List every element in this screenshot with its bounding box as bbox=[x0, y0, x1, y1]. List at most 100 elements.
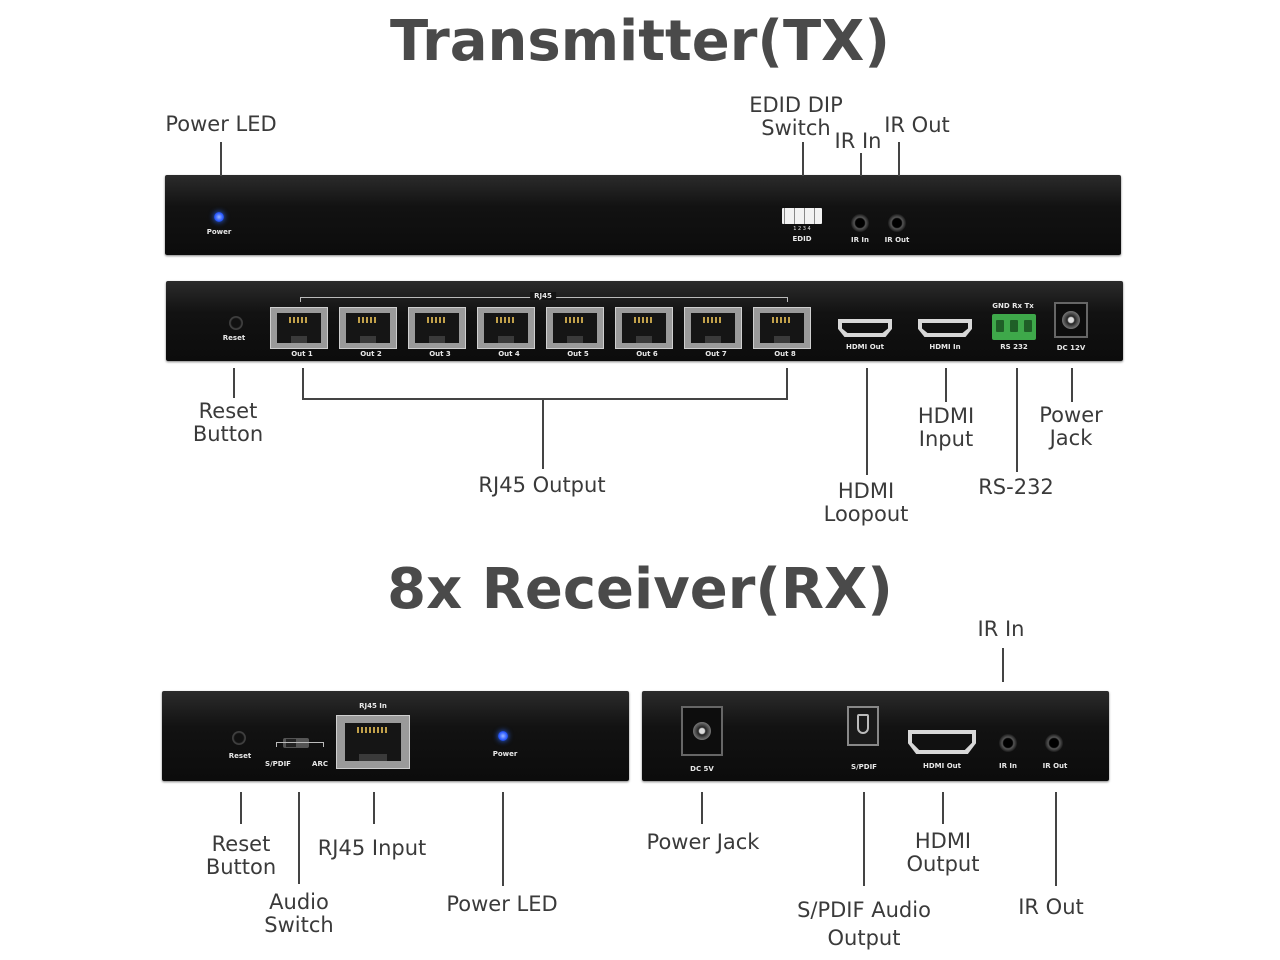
tx-rs232-label: RS 232 bbox=[1000, 343, 1028, 351]
rx-ir-in-jack[interactable] bbox=[999, 734, 1017, 752]
leader-tx-hdmi-loopout bbox=[866, 368, 868, 475]
tx-out-2-label: Out 2 bbox=[360, 350, 382, 358]
tx-power-led bbox=[214, 212, 224, 222]
tx-ir-in-label: IR In bbox=[850, 236, 870, 244]
callout-rx-audio-switch: Audio Switch bbox=[264, 890, 334, 937]
leader-rx-rj45-input bbox=[373, 792, 375, 824]
rx-reset-button[interactable] bbox=[232, 731, 246, 745]
leader-rx-power-jack bbox=[701, 792, 703, 824]
tx-rs232-pins-label: GND Rx Tx bbox=[992, 302, 1034, 310]
receiver-title: 8x Receiver(RX) bbox=[387, 557, 893, 622]
callout-tx-reset-button: Reset Button bbox=[192, 399, 264, 446]
leader-tx-hdmi-input bbox=[945, 368, 947, 402]
rx-rj45-in-label: RJ45 In bbox=[359, 702, 387, 710]
tx-rj45-out-7[interactable] bbox=[684, 307, 742, 349]
callout-rx-ir-out: IR Out bbox=[1018, 895, 1084, 919]
callout-rx-hdmi-output: HDMI Output bbox=[906, 829, 980, 876]
leader-rx-hdmi-output bbox=[942, 792, 944, 824]
tx-rj45-group-label: RJ45 bbox=[530, 292, 556, 300]
rx-reset-label: Reset bbox=[228, 752, 252, 760]
callout-tx-power-jack: Power Jack bbox=[1039, 403, 1103, 450]
rx-hdmi-out-label: HDMI Out bbox=[923, 762, 961, 770]
tx-ir-out-jack[interactable] bbox=[888, 214, 906, 232]
rx-audio-switch[interactable] bbox=[283, 738, 309, 748]
rx-dc-power-jack[interactable] bbox=[681, 706, 723, 756]
rx-ir-out-jack[interactable] bbox=[1045, 734, 1063, 752]
leader-tx-rj45-stem bbox=[542, 399, 544, 469]
tx-reset-label: Reset bbox=[222, 334, 246, 342]
leader-rx-audio-switch bbox=[298, 792, 300, 884]
callout-tx-edid-dip: EDID DIP Switch bbox=[749, 93, 843, 140]
tx-out-3-label: Out 3 bbox=[429, 350, 451, 358]
tx-out-7-label: Out 7 bbox=[705, 350, 727, 358]
tx-rs232-terminal[interactable] bbox=[992, 314, 1036, 340]
tx-out-6-label: Out 6 bbox=[636, 350, 658, 358]
rx-power-led bbox=[498, 731, 508, 741]
leader-tx-rj45-left bbox=[302, 368, 304, 399]
tx-rj45-out-2[interactable] bbox=[339, 307, 397, 349]
tx-power-label: Power bbox=[206, 228, 232, 236]
rx-dc-label: DC 5V bbox=[690, 765, 714, 773]
tx-hdmi-out-label: HDMI Out bbox=[846, 343, 884, 351]
tx-hdmi-out-port[interactable] bbox=[838, 319, 892, 337]
leader-tx-power-jack bbox=[1071, 368, 1073, 402]
callout-rx-ir-in: IR In bbox=[977, 617, 1025, 641]
leader-rx-spdif-output bbox=[863, 792, 865, 886]
rx-rj45-in-port[interactable] bbox=[336, 715, 410, 769]
callout-rx-reset-button: Reset Button bbox=[205, 832, 277, 879]
callout-tx-power-led: Power LED bbox=[165, 112, 277, 136]
leader-tx-ir-out bbox=[898, 142, 900, 176]
tx-dip-numbers: 1 2 3 4 bbox=[793, 226, 811, 232]
tx-edid-label: EDID bbox=[792, 235, 812, 243]
tx-rj45-out-8[interactable] bbox=[753, 307, 811, 349]
rx-ir-out-label: IR Out bbox=[1042, 762, 1068, 770]
tx-edid-dip-switch[interactable] bbox=[782, 208, 822, 224]
tx-hdmi-in-label: HDMI In bbox=[929, 343, 961, 351]
tx-rj45-out-4[interactable] bbox=[477, 307, 535, 349]
callout-tx-hdmi-input: HDMI Input bbox=[917, 404, 975, 451]
callout-tx-ir-out: IR Out bbox=[884, 113, 950, 137]
leader-tx-power-led bbox=[220, 142, 222, 176]
rx-spdif-port-label: S/PDIF bbox=[851, 763, 877, 771]
rx-hdmi-out-port[interactable] bbox=[908, 730, 976, 754]
leader-rx-reset bbox=[240, 792, 242, 824]
tx-reset-button[interactable] bbox=[229, 316, 243, 330]
callout-rx-power-led: Power LED bbox=[446, 892, 558, 916]
leader-rx-ir-out bbox=[1055, 792, 1057, 886]
callout-rx-spdif-output: S/PDIF Audio Output bbox=[797, 898, 931, 950]
callout-tx-hdmi-loopout: HDMI Loopout bbox=[823, 479, 909, 526]
callout-tx-ir-in: IR In bbox=[834, 129, 882, 153]
tx-out-8-label: Out 8 bbox=[774, 350, 796, 358]
callout-rx-power-jack: Power Jack bbox=[646, 830, 760, 854]
leader-rx-power-led bbox=[502, 792, 504, 886]
tx-dc-power-jack[interactable] bbox=[1054, 302, 1088, 338]
tx-hdmi-in-port[interactable] bbox=[918, 319, 972, 337]
rx-spdif-optical-port[interactable] bbox=[847, 706, 879, 746]
rx-audio-switch-bracket bbox=[276, 742, 324, 747]
callout-tx-rs232: RS-232 bbox=[978, 475, 1054, 499]
leader-tx-rs232 bbox=[1016, 368, 1018, 472]
callout-tx-rj45-output: RJ45 Output bbox=[478, 473, 606, 497]
tx-dc-label: DC 12V bbox=[1056, 344, 1086, 352]
tx-ir-in-jack[interactable] bbox=[851, 214, 869, 232]
tx-rj45-out-6[interactable] bbox=[615, 307, 673, 349]
rx-ir-in-label: IR In bbox=[998, 762, 1018, 770]
rx-arc-switch-label: ARC bbox=[312, 760, 328, 768]
leader-rx-ir-in bbox=[1002, 648, 1004, 682]
leader-tx-edid-dip bbox=[802, 142, 804, 176]
leader-tx-rj45-bar bbox=[302, 398, 788, 400]
leader-tx-rj45-right bbox=[786, 368, 788, 399]
tx-rj45-out-3[interactable] bbox=[408, 307, 466, 349]
tx-out-5-label: Out 5 bbox=[567, 350, 589, 358]
rx-spdif-switch-label: S/PDIF bbox=[265, 760, 291, 768]
callout-rx-rj45-input: RJ45 Input bbox=[317, 836, 427, 860]
tx-out-1-label: Out 1 bbox=[291, 350, 313, 358]
leader-tx-reset bbox=[233, 368, 235, 398]
transmitter-title: Transmitter(TX) bbox=[390, 9, 890, 74]
leader-tx-ir-in bbox=[860, 153, 862, 176]
tx-out-4-label: Out 4 bbox=[498, 350, 520, 358]
tx-rj45-out-1[interactable] bbox=[270, 307, 328, 349]
tx-ir-out-label: IR Out bbox=[884, 236, 910, 244]
tx-front-chassis bbox=[165, 175, 1121, 255]
tx-rj45-out-5[interactable] bbox=[546, 307, 604, 349]
